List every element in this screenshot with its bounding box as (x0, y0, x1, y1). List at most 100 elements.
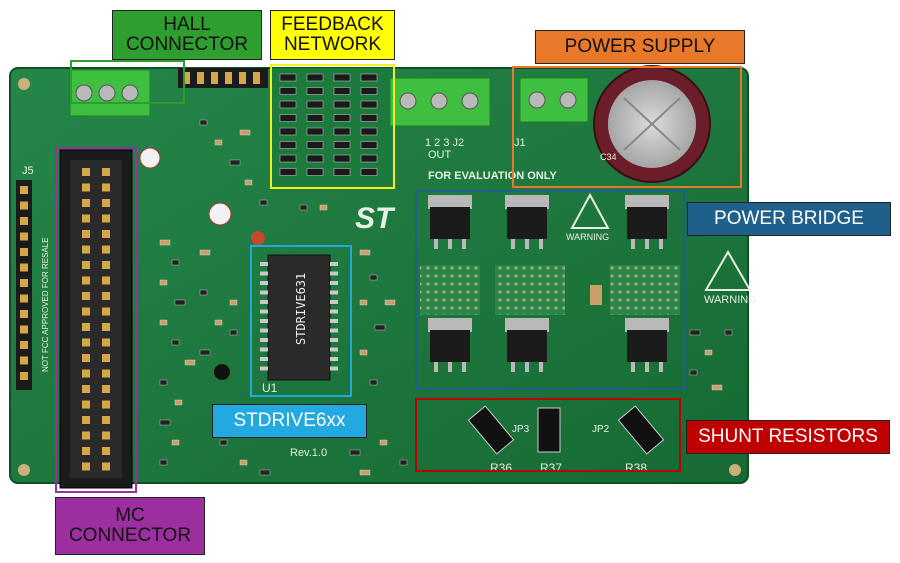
strip-pin (20, 310, 28, 318)
smd-component (199, 119, 208, 126)
mc-pin (82, 199, 90, 207)
chip-pin (260, 300, 268, 304)
feedback-resistor (279, 87, 297, 95)
smd-component (159, 279, 168, 286)
smd-component (199, 249, 211, 256)
feedback-resistor (279, 114, 297, 122)
hall-connector-region (70, 60, 185, 104)
chip-pin (260, 319, 268, 323)
smd-component (359, 469, 371, 476)
hall-pin (197, 72, 204, 84)
mounting-hole (18, 78, 30, 90)
feedback-resistor (333, 168, 351, 176)
mc-pin (82, 183, 90, 192)
mosfet-lead (539, 239, 543, 249)
warning-text-1: WARNING (566, 232, 609, 242)
smd-component (214, 139, 223, 146)
feedback-resistor (360, 100, 378, 109)
j1-label: J1 (514, 137, 526, 149)
chip-pin (260, 357, 268, 361)
smd-component (299, 204, 308, 211)
mosfet-lead (631, 239, 635, 249)
mc-pin (82, 168, 90, 176)
mc-pin (82, 354, 90, 362)
mc-pin (102, 369, 110, 378)
chip-marking: STDRIVE631 (294, 273, 308, 345)
feedback-resistor (306, 168, 324, 176)
mosfet-lead (511, 362, 515, 372)
smd-component (724, 329, 733, 336)
mc-pin (102, 168, 110, 176)
mc-pin (102, 354, 110, 362)
eval-only-text: FOR EVALUATION ONLY (428, 170, 557, 182)
feedback-resistor (360, 114, 378, 122)
hv-warning-icon (570, 192, 610, 229)
smd-component (374, 324, 386, 331)
strip-pin (20, 341, 28, 349)
smd-component (184, 359, 196, 366)
mc-pin (102, 199, 110, 207)
mosfet-body (430, 330, 470, 362)
smd-component (174, 299, 186, 306)
mosfet-lead (462, 362, 466, 372)
mosfet-lead (659, 239, 663, 249)
stdrive-region (250, 245, 352, 397)
smd-component (219, 439, 228, 446)
feedback-resistor (360, 168, 378, 176)
smd-component (259, 469, 271, 476)
mc-pin (82, 338, 90, 347)
mosfet-lead (525, 239, 529, 249)
chip-pin (330, 347, 338, 352)
feedback-network-label: FEEDBACK NETWORK (270, 10, 395, 60)
mc-pin (102, 292, 110, 300)
chip-pin (260, 271, 268, 276)
mosfet-lead (448, 362, 452, 372)
feedback-resistor (306, 87, 324, 95)
smd-component (369, 274, 378, 281)
feedback-resistor (360, 127, 378, 136)
mosfet-lead (659, 362, 663, 372)
mc-pin (82, 230, 90, 238)
feedback-resistor (279, 154, 297, 163)
feedback-resistor (333, 87, 351, 95)
smd-component (159, 419, 171, 426)
chip-pin (330, 328, 338, 333)
fcc-note: NOT FCC APPROVED FOR RESALE (41, 237, 50, 372)
strip-pin (20, 263, 28, 272)
smd-component (199, 349, 211, 356)
feedback-resistor (333, 100, 351, 109)
mosfet-tab (505, 195, 549, 209)
shunt-resistor-1 (467, 405, 515, 455)
smd-component (359, 349, 368, 356)
feedback-resistor (333, 114, 351, 122)
chip-pin (330, 262, 338, 266)
mc-pin (82, 400, 90, 409)
mosfet-body (507, 330, 547, 362)
jumper-label-1: JP3 (512, 424, 530, 435)
mc-pin (102, 245, 110, 254)
mc-pin (102, 276, 110, 285)
mosfet-body (627, 207, 667, 239)
mosfet-tab (505, 318, 549, 332)
mc-pin (102, 261, 110, 269)
mosfet-lead (539, 362, 543, 372)
feedback-resistor (306, 154, 324, 163)
mc-pin (82, 307, 90, 316)
stdrive-chip (267, 254, 331, 381)
shunt-resistors-label: SHUNT RESISTORS (686, 420, 890, 454)
mc-pin (102, 323, 110, 331)
mosfet-lead (448, 239, 452, 249)
stdrive-label: STDRIVE6xx (212, 404, 367, 438)
smd-component (171, 339, 180, 346)
mc-pin (82, 214, 90, 223)
smd-component (229, 299, 238, 306)
smd-component (159, 379, 168, 386)
mosfet-lead (525, 362, 529, 372)
mosfet-body (507, 207, 547, 239)
jumper-label-2: JP2 (592, 424, 610, 435)
smd-component (704, 349, 713, 356)
mosfet-tab (428, 195, 472, 209)
revision-text: Rev.1.0 (290, 447, 327, 459)
mosfet-lead (462, 239, 466, 249)
power-supply-label: POWER SUPPLY (535, 30, 745, 64)
